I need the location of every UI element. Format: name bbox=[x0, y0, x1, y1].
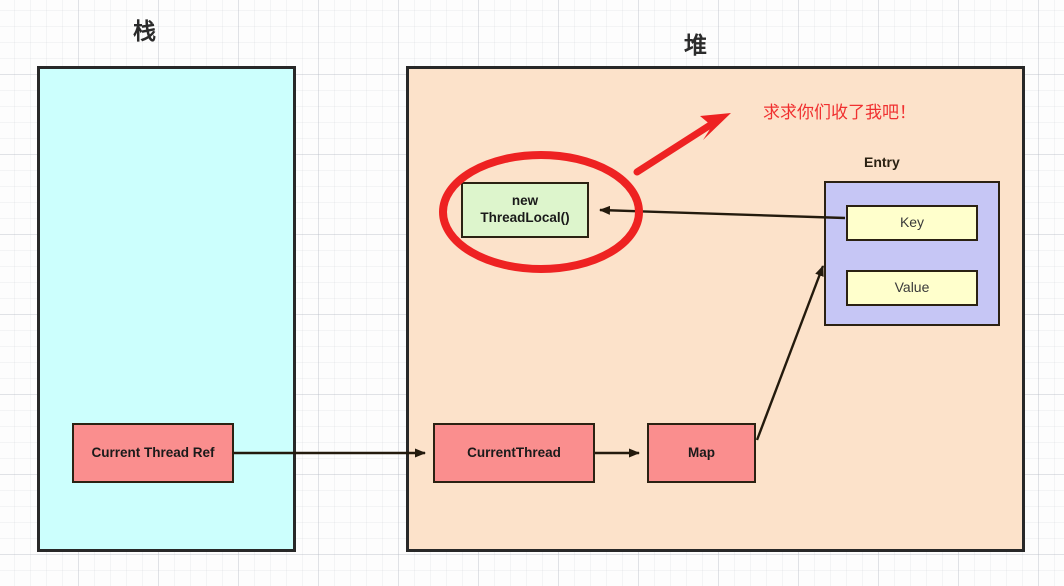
node-threadlocal-line2: ThreadLocal() bbox=[480, 210, 570, 225]
node-current-thread-ref: Current Thread Ref bbox=[72, 423, 234, 483]
node-map: Map bbox=[647, 423, 756, 483]
node-new-threadlocal: new ThreadLocal() bbox=[461, 182, 589, 238]
node-value: Value bbox=[846, 270, 978, 306]
annotation-text: 求求你们收了我吧！ bbox=[763, 103, 916, 123]
entry-label: Entry bbox=[864, 154, 900, 170]
node-key: Key bbox=[846, 205, 978, 241]
node-threadlocal-line1: new bbox=[511, 193, 539, 209]
heap-region-title: 堆 bbox=[684, 33, 708, 59]
stack-region-title: 栈 bbox=[133, 19, 157, 45]
node-current-thread: CurrentThread bbox=[433, 423, 595, 483]
